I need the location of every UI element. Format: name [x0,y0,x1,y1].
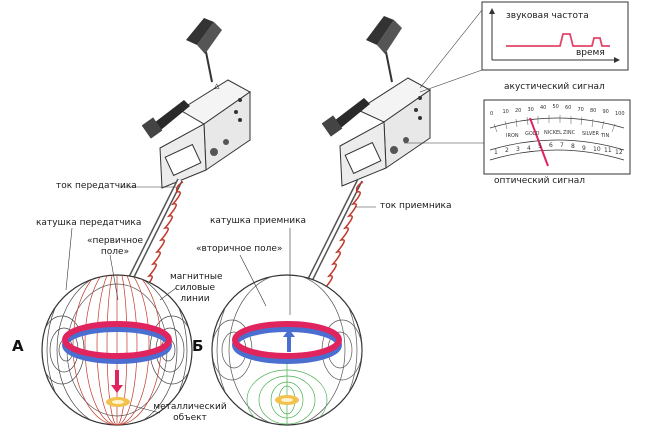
transmitter-coil-label: катушка передатчика [36,218,142,228]
detector-b [297,16,431,302]
meter-scale-top-label: 70 [577,106,584,113]
field-lines-line1: магнитные [170,272,223,282]
meter-mark-label: IRON [506,132,519,139]
handle-a [141,100,190,139]
field-lines-label: магнитные силовые линии [170,272,223,305]
metal-object-label: металлический объект [152,402,228,424]
meter-scale-bottom-label: 8 [571,143,575,151]
meter-scale-bottom-label: 1 [494,148,498,156]
acoustic-waveform [506,33,610,47]
meter-scale-bottom-label: 3 [516,145,520,153]
meter-scale-top-label: 20 [515,107,522,114]
meter-scale-top-label: 40 [540,105,547,112]
meter-scale-top-label: 90 [602,109,609,116]
meter-scale-bottom-label: 9 [582,144,586,152]
arrow-up-icon [283,329,295,337]
primary-field-line2: поле» [100,247,130,257]
coil-red-a [62,321,172,359]
metal-object-line2: объект [173,413,207,423]
meter-mark-label: TIN [601,132,610,139]
meter-scale-bottom-label: 2 [505,147,509,155]
primary-field-label: «первичное поле» [86,236,144,258]
meter-needle [529,117,549,167]
acoustic-signal-box [481,1,629,71]
primary-field-line1: «первичное [86,236,144,246]
secondary-field-label: «вторичное поле» [196,244,283,254]
meter-mark-label: NICKEL [544,129,562,136]
field-lines-line3: линии [180,294,210,304]
meter-scale-bottom-label: 10 [593,145,601,153]
meter-scale-bottom-label: 12 [615,148,623,156]
arrow-down-icon [111,385,123,393]
panel-b-letter: Б [192,337,204,355]
meter-scale-bottom-label: 6 [549,141,553,149]
field-circle-a [41,274,193,426]
meter-scale-bottom-label: 11 [604,147,612,155]
meter-scale-top-label: 0 [490,110,494,117]
metal-object-line1: металлический [153,402,227,412]
meter-scale-top-label: 50 [552,104,559,110]
meter-scale-top-label: 60 [565,105,572,112]
meter-scale-bottom-label: 7 [560,141,564,149]
transmitter-current-label: ток передатчика [56,181,137,191]
receiver-coil-label: катушка приемника [210,216,307,226]
svg-text:△: △ [214,82,220,90]
meter-ticks [493,115,616,133]
acoustic-y-label: звуковая частота [506,11,589,21]
field-circle-b [211,274,363,426]
meter-mark-label: ZINC [563,129,576,136]
control-box-b [339,77,431,187]
meter-scale-top-label: 10 [502,109,509,116]
acoustic-caption: акустический сигнал [504,82,605,92]
field-lines-line2: силовые [174,283,215,293]
meter-mark-label: SILVER [582,131,599,138]
armrest-a [186,18,222,83]
panel-a-letter: А [12,337,24,355]
meter-scale-top-label: 30 [527,106,534,113]
acoustic-x-label: время [576,48,605,58]
meter-scale-top-label: 100 [615,110,625,117]
handle-b [321,98,370,137]
meter-scale-top-label: 80 [590,107,597,114]
meter-scale-bottom-label: 4 [527,144,531,152]
receiver-current-label: ток приемника [380,201,452,211]
meter-mark-label: GOLD [525,131,540,138]
optical-signal-box [483,99,631,175]
control-box-a: △ [159,79,251,189]
leader-lines [65,9,484,414]
optical-caption: оптический сигнал [494,176,585,186]
meter-scale-bottom-label: 5 [538,143,542,151]
armrest-b [366,16,402,83]
coil-red-b [232,321,342,359]
